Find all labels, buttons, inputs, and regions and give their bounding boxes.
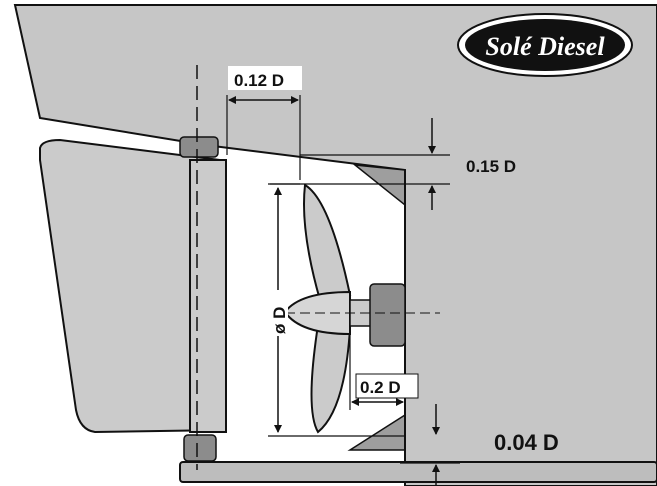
keel-shoe	[179, 461, 657, 483]
logo-text: Solé Diesel	[485, 32, 605, 61]
dim-004-label: 0.04 D	[494, 430, 559, 455]
dim-02-label-bg	[355, 373, 419, 399]
logo-ellipse	[465, 19, 625, 71]
dim-012-label-bg	[228, 66, 302, 90]
dim-015-label: 0.15 D	[466, 157, 516, 176]
dim-diameter-label: ø D	[270, 307, 289, 334]
rudder-lower-bearing	[183, 434, 217, 462]
dim-diameter-label-bg	[268, 290, 288, 336]
propeller-blade-lower	[310, 323, 352, 434]
sole-diesel-logo: Solé Diesel	[457, 13, 633, 77]
rudder-upper-bearing	[179, 136, 219, 158]
shaft-coupling	[369, 283, 406, 347]
rudder-blade	[39, 138, 227, 434]
dim-012-label: 0.12 D	[234, 71, 284, 90]
dim-02-label: 0.2 D	[360, 378, 401, 397]
rudder-stock	[189, 159, 227, 433]
